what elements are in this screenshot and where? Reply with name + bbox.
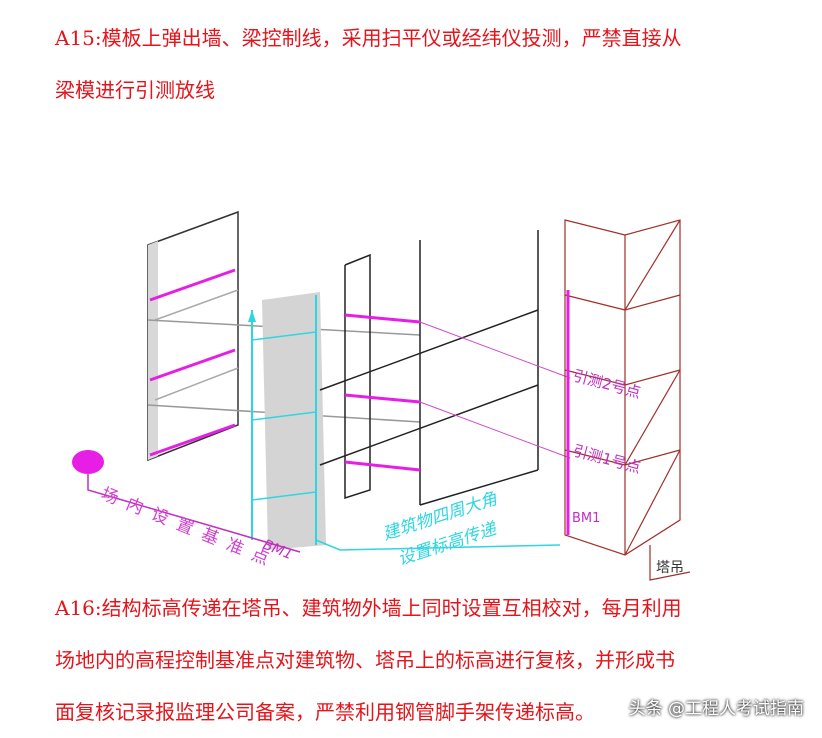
tower-crane [564, 219, 691, 581]
left-wall [147, 210, 421, 462]
paragraph-a15: A15:模板上弹出墙、梁控制线，采用扫平仪或经纬仪投测，严禁直接从 梁模进行引测… [55, 12, 795, 116]
a15-line-1: A15:模板上弹出墙、梁控制线，采用扫平仪或经纬仪投测，严禁直接从 [55, 26, 682, 50]
label-site-benchmark: 场内设置基准点 [98, 484, 281, 573]
elevation-transfer-diagram: 场内设置基准点 BM1 建筑物四周大角 设置标高传递 引测2号点 引测1号点 B… [72, 210, 691, 581]
label-bm1-right: BM1 [572, 511, 600, 526]
a16-line-2: 场地内的高程控制基准点对建筑物、塔吊上的标高进行复核，并形成书 [55, 648, 675, 672]
projection-lines [419, 321, 571, 459]
site-benchmark [72, 450, 301, 553]
building-frame [319, 230, 539, 506]
label-point2: 引测2号点 [571, 366, 643, 401]
building-control-lines [344, 313, 421, 472]
left-wall-control-lines [149, 268, 236, 457]
label-tower-crane: 塔吊 [656, 560, 684, 576]
a15-line-2: 梁模进行引测放线 [55, 78, 215, 102]
paragraph-a16: A16:结构标高传递在塔吊、建筑物外墙上同时设置互相校对，每月利用 场地内的高程… [55, 582, 795, 738]
center-column [248, 292, 561, 551]
label-point1: 引测1号点 [571, 441, 643, 476]
a16-line-1: A16:结构标高传递在塔吊、建筑物外墙上同时设置互相校对，每月利用 [55, 596, 682, 620]
watermark: 头条 @工程人考试指南 [628, 699, 804, 719]
a16-line-3: 面复核记录报监理公司备案，严禁利用钢管脚手架传递标高。 [55, 700, 595, 724]
